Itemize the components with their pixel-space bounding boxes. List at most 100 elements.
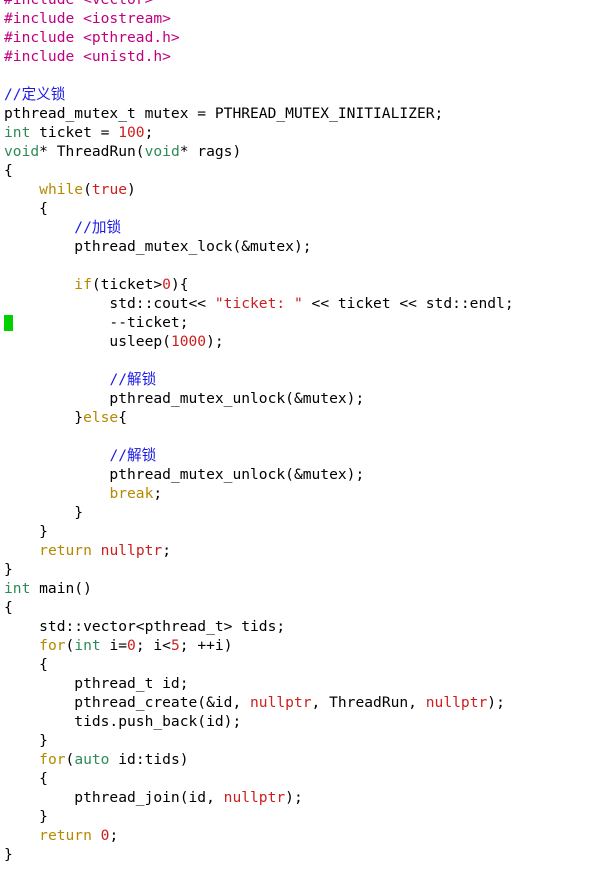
code-token: #include <unistd.h> [4, 48, 171, 65]
code-token: usleep( [4, 333, 171, 350]
code-token [4, 827, 39, 844]
code-token: void [144, 143, 180, 160]
code-line[interactable]: } [0, 731, 589, 750]
code-line[interactable]: --ticket; [0, 313, 589, 332]
code-line[interactable]: //解锁 [0, 370, 589, 389]
code-line[interactable]: return nullptr; [0, 541, 589, 560]
code-line[interactable]: pthread_t id; [0, 674, 589, 693]
code-token: i= [100, 637, 128, 654]
code-token: ; [153, 485, 163, 502]
code-line[interactable] [0, 351, 589, 370]
code-token: pthread_mutex_lock(&mutex); [4, 238, 312, 255]
code-line[interactable]: } [0, 560, 589, 579]
code-token: int [4, 580, 31, 597]
code-line[interactable]: { [0, 161, 589, 180]
code-token: pthread_mutex_t mutex = PTHREAD_MUTEX_IN… [4, 105, 444, 122]
code-line[interactable]: void* ThreadRun(void* rags) [0, 142, 589, 161]
code-token: pthread_join(id, [4, 789, 224, 806]
code-line[interactable]: pthread_mutex_t mutex = PTHREAD_MUTEX_IN… [0, 104, 589, 123]
code-token: ); [285, 789, 303, 806]
code-token: pthread_mutex_unlock(&mutex); [4, 390, 365, 407]
code-line[interactable]: for(auto id:tids) [0, 750, 589, 769]
code-token: * ThreadRun( [39, 143, 145, 160]
code-token: int [74, 637, 101, 654]
code-token: * rags) [179, 143, 242, 160]
code-token: ticket = [30, 124, 119, 141]
code-token: pthread_mutex_unlock(&mutex); [4, 466, 365, 483]
code-token: 100 [118, 124, 145, 141]
code-token: //定义锁 [4, 86, 66, 103]
code-token [4, 485, 109, 502]
code-line[interactable]: for(int i=0; i<5; ++i) [0, 636, 589, 655]
code-line[interactable]: } [0, 845, 589, 864]
code-token: ) [127, 181, 136, 198]
code-token: return [39, 542, 92, 559]
code-line[interactable]: while(true) [0, 180, 589, 199]
code-line[interactable]: } [0, 807, 589, 826]
code-line[interactable]: std::cout<< "ticket: " << ticket << std:… [0, 294, 589, 313]
code-token [4, 276, 74, 293]
code-token: for [39, 751, 66, 768]
code-line[interactable]: pthread_create(&id, nullptr, ThreadRun, … [0, 693, 589, 712]
code-token: main() [30, 580, 92, 597]
code-line[interactable]: { [0, 769, 589, 788]
code-token: int [4, 124, 31, 141]
code-token [4, 447, 109, 464]
code-line[interactable]: //加锁 [0, 218, 589, 237]
code-line[interactable]: if(ticket>0){ [0, 275, 589, 294]
code-token: { [4, 656, 48, 673]
code-line[interactable]: usleep(1000); [0, 332, 589, 351]
code-token: for [39, 637, 66, 654]
code-line[interactable]: { [0, 655, 589, 674]
code-line[interactable]: int main() [0, 579, 589, 598]
code-token: ; [144, 124, 154, 141]
code-line[interactable]: //解锁 [0, 446, 589, 465]
code-line[interactable]: int ticket = 100; [0, 123, 589, 142]
code-token: --ticket; [4, 314, 189, 331]
code-token: if [74, 276, 92, 293]
code-token: } [4, 808, 48, 825]
code-token: //加锁 [74, 219, 122, 236]
code-token: } [4, 561, 13, 578]
code-token [4, 371, 109, 388]
code-line[interactable]: //定义锁 [0, 85, 589, 104]
code-line[interactable]: tids.push_back(id); [0, 712, 589, 731]
code-line[interactable]: pthread_mutex_unlock(&mutex); [0, 389, 589, 408]
code-token: { [118, 409, 128, 426]
code-line[interactable]: #include <vector> [0, 0, 589, 9]
code-token: ){ [170, 276, 189, 293]
code-line[interactable] [0, 256, 589, 275]
code-line[interactable]: pthread_mutex_lock(&mutex); [0, 237, 589, 256]
code-line[interactable] [0, 427, 589, 446]
code-line[interactable]: { [0, 199, 589, 218]
code-line[interactable]: }else{ [0, 408, 589, 427]
code-line[interactable]: pthread_mutex_unlock(&mutex); [0, 465, 589, 484]
code-token [4, 542, 39, 559]
code-token: } [4, 732, 48, 749]
code-token: nullptr [100, 542, 163, 559]
code-token: nullptr [250, 694, 312, 711]
code-token: { [4, 770, 48, 787]
code-token: pthread_t id; [4, 675, 189, 692]
code-line[interactable]: { [0, 598, 589, 617]
code-line[interactable]: pthread_join(id, nullptr); [0, 788, 589, 807]
code-line[interactable]: } [0, 503, 589, 522]
code-token: auto [74, 751, 110, 768]
code-line[interactable]: break; [0, 484, 589, 503]
code-line[interactable]: return 0; [0, 826, 589, 845]
code-token: (ticket> [91, 276, 163, 293]
code-token: { [4, 162, 13, 179]
code-token: 1000 [170, 333, 207, 350]
code-line[interactable]: #include <pthread.h> [0, 28, 589, 47]
code-line[interactable] [0, 66, 589, 85]
code-token: //解锁 [109, 371, 157, 388]
code-token: #include <vector> [4, 0, 153, 8]
code-token: return [39, 827, 92, 844]
code-token: nullptr [425, 694, 488, 711]
code-line[interactable]: #include <unistd.h> [0, 47, 589, 66]
code-line[interactable]: std::vector<pthread_t> tids; [0, 617, 589, 636]
code-line[interactable]: } [0, 522, 589, 541]
code-line[interactable]: #include <iostream> [0, 9, 589, 28]
code-token: } [4, 523, 48, 540]
